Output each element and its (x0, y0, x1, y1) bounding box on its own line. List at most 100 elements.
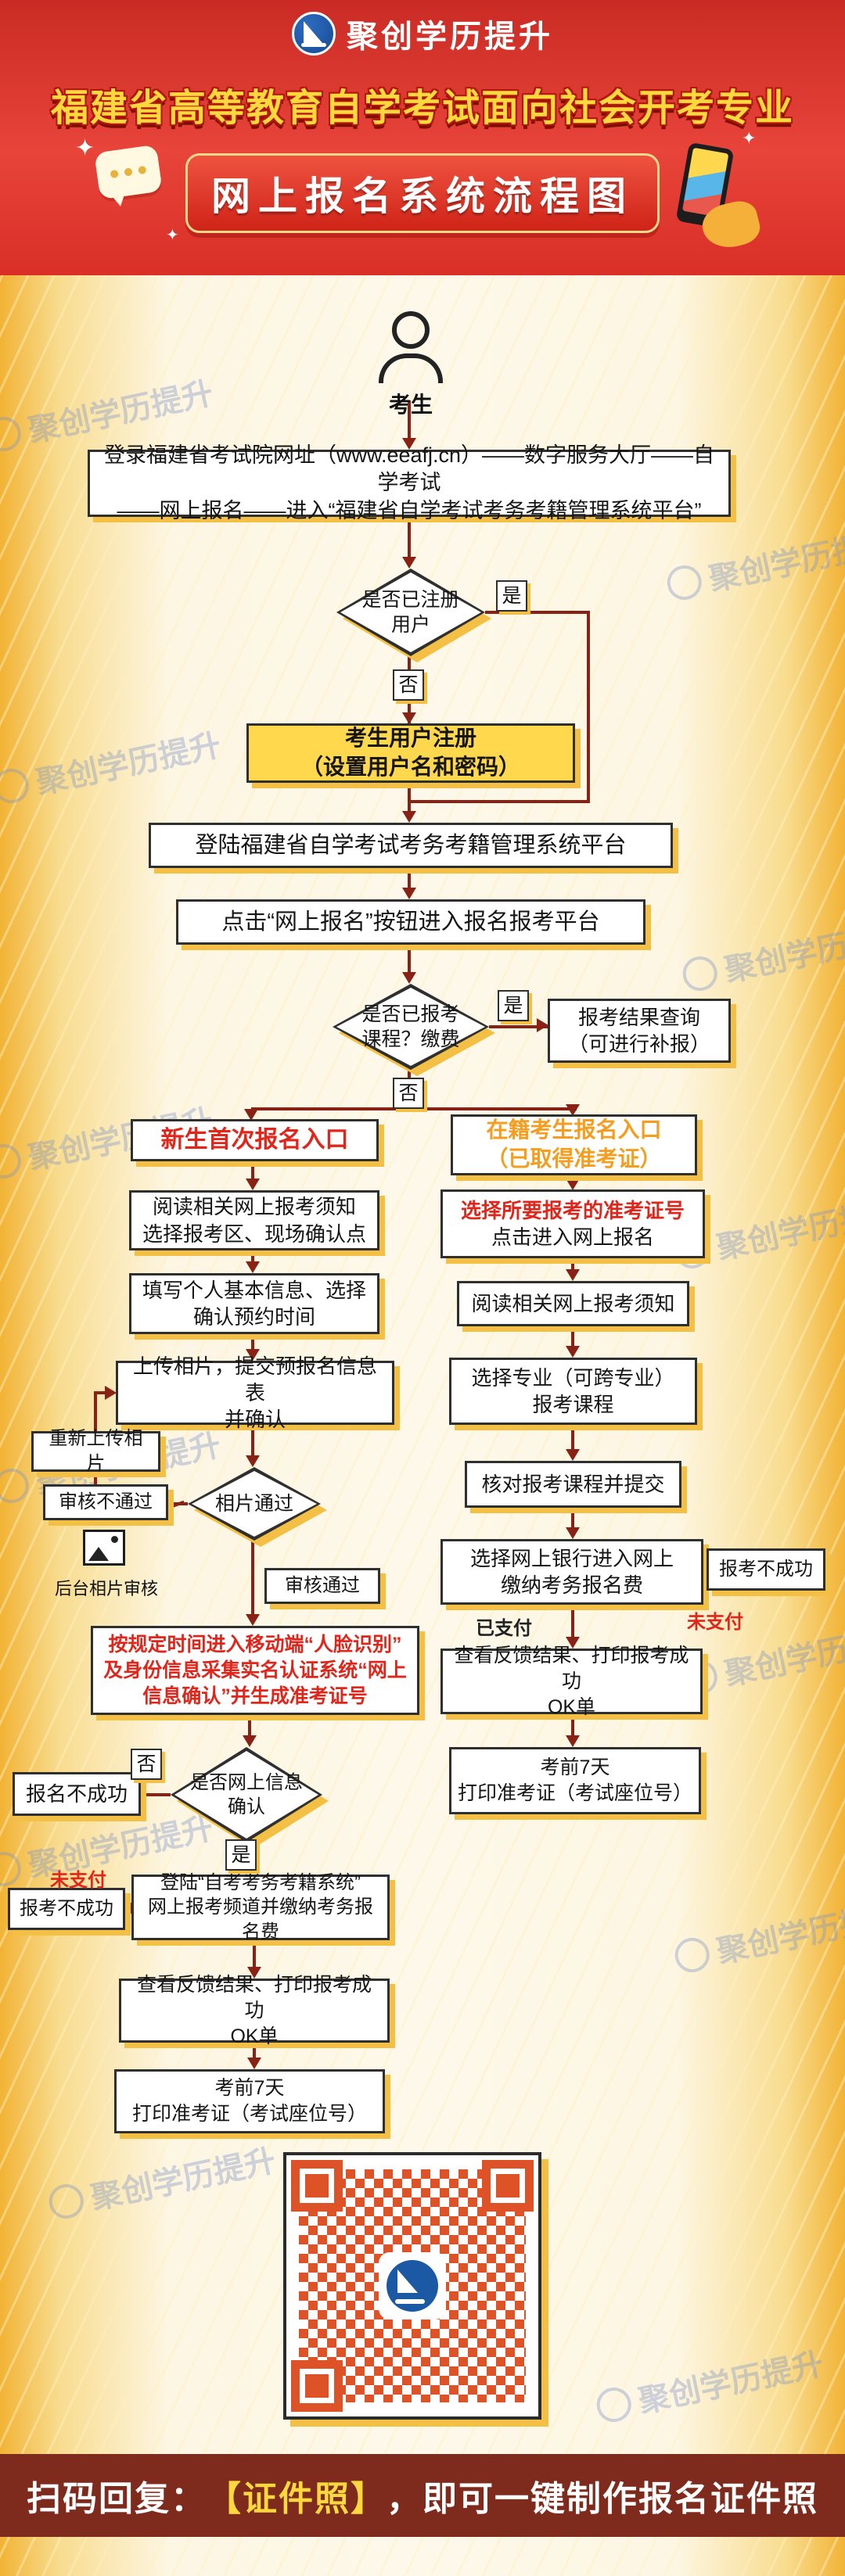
flow-arrow (247, 2058, 261, 2069)
flow-line (408, 945, 411, 973)
click-register-box: 点击“网上报名”按钮进入报名报考平台 (176, 899, 645, 945)
flow-line (408, 400, 411, 439)
flow-line (571, 1605, 574, 1638)
watermark-logo-icon (593, 2384, 635, 2426)
print-ticket-right-line2: 打印准考证（考试座位号） (458, 1782, 693, 1804)
flow-arrow (566, 1449, 580, 1461)
print-ticket-box-right: 考前7天 打印准考证（考试座位号） (449, 1747, 701, 1814)
feedback-ok-right-line1: 查看反馈结果、打印报考成功 (454, 1644, 689, 1692)
yes-label: 是 (498, 990, 529, 1021)
login-box-line1: 登录福建省考试院网址（www.eeafj.cn）——数字服务大厅——自学考试 (103, 443, 715, 495)
flow-line (253, 1940, 256, 1967)
flow-line (408, 868, 411, 888)
yes-label: 是 (496, 580, 527, 612)
flow-arrow (566, 1104, 580, 1116)
check-courses-box: 核对报考课程并提交 (465, 1461, 681, 1508)
actor-label: 考生 (388, 393, 433, 417)
flow-arrow (246, 1179, 260, 1190)
candidate-actor: 考生 (377, 311, 444, 419)
flow-arrow (247, 1967, 261, 1979)
register-box-line2: （设置用户名和密码） (300, 755, 520, 779)
register-box-line1: 考生用户注册 (344, 726, 476, 751)
no-label: 否 (393, 1078, 424, 1109)
watermark: 聚创学历提升 (678, 907, 845, 999)
paid-label: 已支付 (476, 1618, 532, 1639)
print-ticket-box: 考前7天 打印准考证（考试座位号） (114, 2069, 385, 2133)
flow-line (248, 1715, 251, 1737)
watermark-logo-icon (0, 765, 32, 807)
platform-box: 登陆福建省自学考试考务考籍管理系统平台 (149, 823, 673, 868)
flow-line (253, 2043, 256, 2059)
watermark: 聚创学历提升 (663, 516, 845, 608)
pay-fee-box: 登陆“自考考务考籍系统” 网上报考频道并缴纳考务报名费 (131, 1872, 390, 1943)
flow-line (408, 517, 411, 558)
fill-info-box: 填写个人基本信息、选择 确认预约时间 (129, 1273, 379, 1334)
pay-fee-line1: 登陆“自考考务考籍系统” (160, 1871, 361, 1893)
flow-line (142, 1793, 171, 1796)
watermark: 聚创学历提升 (45, 2135, 279, 2227)
flow-line (251, 1107, 577, 1110)
chat-bubble-icon (94, 144, 163, 200)
juchuang-logo-icon (292, 12, 336, 56)
choose-major-line2: 报考课程 (532, 1393, 614, 1416)
flow-line (587, 611, 590, 803)
watermark: 聚创学历提升 (671, 1889, 845, 1981)
watermark-logo-icon (0, 1848, 24, 1890)
flow-line (571, 1258, 574, 1271)
flow-arrow (537, 1018, 548, 1032)
flow-arrow (402, 811, 416, 823)
watermark: 聚创学历提升 (0, 719, 225, 812)
returning-entry-line2: （已取得准考证） (486, 1146, 662, 1171)
flow-arrow (566, 1346, 580, 1358)
flow-arrow (566, 1637, 580, 1649)
flow-line (571, 1326, 574, 1347)
upload-photo-line1: 上传相片，提交预报名信息表 (132, 1354, 377, 1405)
flow-line (485, 611, 589, 614)
print-ticket-right-line1: 考前7天 (540, 1756, 610, 1778)
yes-label: 是 (225, 1839, 257, 1871)
online-confirm-line3: 信息确认”并生成准考证号 (142, 1684, 368, 1707)
exam-fail-box: 报考不成功 (8, 1888, 125, 1930)
watermark-logo-icon (45, 2180, 87, 2223)
brand-name: 聚创学历提升 (347, 20, 553, 54)
page-headline: 福建省高等教育自学考试面向社会开考专业 (50, 88, 794, 129)
qr-finder-icon (482, 2160, 534, 2212)
result-query-line1: 报考结果查询 (577, 1005, 700, 1029)
result-query-box: 报考结果查询 （可进行补报） (548, 999, 731, 1063)
flow-line (411, 800, 590, 803)
flow-arrow (105, 1386, 117, 1400)
page-title: 网上报名系统流程图 (185, 153, 660, 233)
exam-fail-box-right: 报考不成功 (707, 1548, 825, 1591)
read-notice-box: 阅读相关网上报考须知 选择报考区、现场确认点 (129, 1190, 379, 1250)
decision-enrolled: 是否已报考 课程？缴费 (333, 984, 495, 1076)
feedback-ok-box-right: 查看反馈结果、打印报考成功 OK单 (440, 1645, 703, 1718)
result-query-line2: （可进行补报） (567, 1032, 710, 1056)
qr-center-logo-icon (379, 2252, 446, 2319)
flow-line (94, 1391, 97, 1431)
flow-arrow (402, 438, 416, 450)
person-icon (379, 353, 443, 383)
choose-major-box: 选择专业（可跨专业） 报考课程 (449, 1358, 697, 1425)
backend-review-label: 后台相片审核 (54, 1579, 158, 1598)
read-notice-box-right: 阅读相关网上报考须知 (457, 1281, 689, 1326)
feedback-ok-right-line2: OK单 (547, 1695, 596, 1718)
decision-enrolled-line1: 是否已报考 (361, 1003, 460, 1025)
choose-major-line1: 选择专业（可跨专业） (471, 1365, 675, 1390)
register-box: 考生用户注册 （设置用户名和密码） (246, 723, 575, 783)
flow-arrow (402, 888, 416, 899)
footer-suffix: ，即可一键制作报名证件照 (387, 2480, 818, 2518)
hand-phone-icon (665, 142, 764, 253)
flow-arrow (246, 1349, 260, 1361)
qr-finder-icon (291, 2360, 343, 2412)
brand-logo-row: 聚创学历提升 (0, 11, 845, 56)
watermark-logo-icon (0, 413, 24, 455)
upload-photo-box: 上传相片，提交预报名信息表 并确认 (116, 1354, 394, 1431)
flow-line (571, 1508, 574, 1529)
print-ticket-line1: 考前7天 (214, 2077, 285, 2099)
sparkle-icon: ✦ (75, 135, 95, 161)
read-notice-line2: 选择报考区、现场确认点 (142, 1222, 366, 1246)
flow-arrow (566, 1179, 580, 1190)
flow-arrow (402, 972, 416, 984)
sparkle-icon: ✦ (742, 128, 757, 148)
